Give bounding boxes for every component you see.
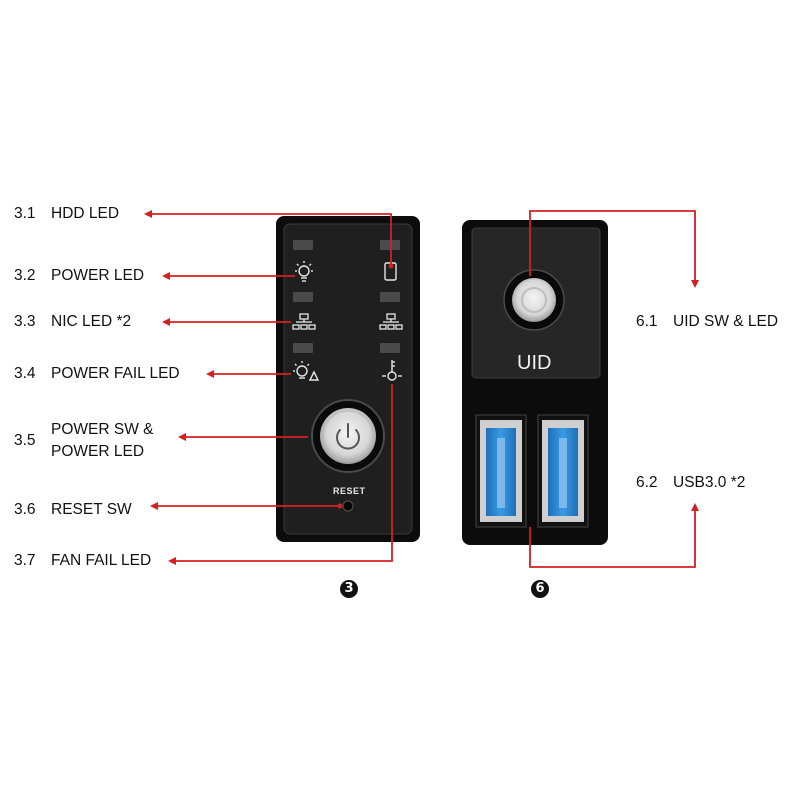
arrow-uid [529,210,699,288]
label-nic-led: NIC LED *2 [51,313,132,330]
arrow-hdd-led [144,210,392,266]
badge-panel-6: 6 [531,580,549,598]
thermometer-icon [382,360,402,381]
uid-label: UID [517,352,552,374]
bulb-warning-icon [293,361,320,381]
label-reset-sw: RESET SW [51,501,132,518]
badge-panel-3: 3 [340,580,358,598]
arrow-fan-fail-led [168,384,393,565]
arrow-usb [529,503,699,568]
label-power-sw-led: POWER LED [51,443,145,460]
label-usb30: USB3.0 *2 [673,474,746,491]
label-num-3-2: 3.2 [14,267,36,284]
right-front-panel [462,220,608,545]
label-num-3-5: 3.5 [14,432,36,449]
left-front-panel [276,216,420,542]
label-power-sw: POWER SW & [51,421,154,438]
label-num-3-3: 3.3 [14,313,36,330]
callout-arrows-right [529,210,699,568]
usb-port-1[interactable] [475,414,527,528]
label-num-3-1: 3.1 [14,205,36,222]
label-uid-sw-led: UID SW & LED [673,313,779,330]
bulb-icon [295,261,313,282]
led-windows [293,240,400,353]
label-num-6-2: 6.2 [636,474,658,491]
reset-label: RESET [333,486,366,496]
label-power-fail-led: POWER FAIL LED [51,365,180,382]
reset-hole[interactable] [342,500,354,512]
power-icon [336,423,360,450]
network-icon [379,313,403,330]
label-power-led: POWER LED [51,267,145,284]
label-num-3-4: 3.4 [14,365,36,382]
label-num-3-7: 3.7 [14,552,36,569]
network-icon [292,313,316,330]
label-num-6-1: 6.1 [636,313,658,330]
uid-button[interactable] [503,269,565,331]
label-hdd-led: HDD LED [51,205,120,222]
callout-dots [337,263,394,509]
label-fan-fail-led: FAN FAIL LED [51,552,152,569]
callout-arrows-left [144,210,393,565]
label-num-3-6: 3.6 [14,501,36,518]
usb-port-2[interactable] [537,414,589,528]
